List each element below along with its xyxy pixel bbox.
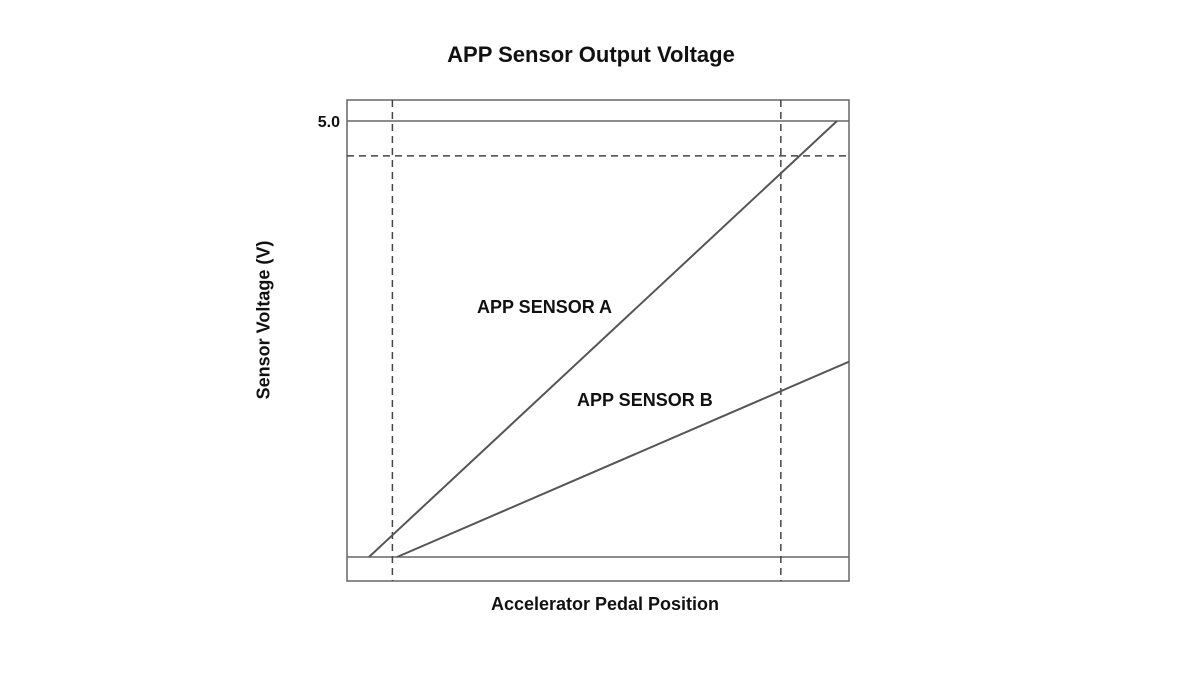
x-axis-label: Accelerator Pedal Position (490, 594, 720, 614)
series-label-app-sensor-a: APP SENSOR A (477, 297, 612, 317)
chart-title: APP Sensor Output Voltage (447, 42, 735, 67)
series-line-app-sensor-b (396, 360, 849, 558)
y-tick-label-0: 5.0 (318, 114, 340, 131)
series-label-app-sensor-b: APP SENSOR B (577, 390, 713, 410)
series-line-app-sensor-a (368, 120, 838, 558)
plot-frame (346, 99, 850, 582)
